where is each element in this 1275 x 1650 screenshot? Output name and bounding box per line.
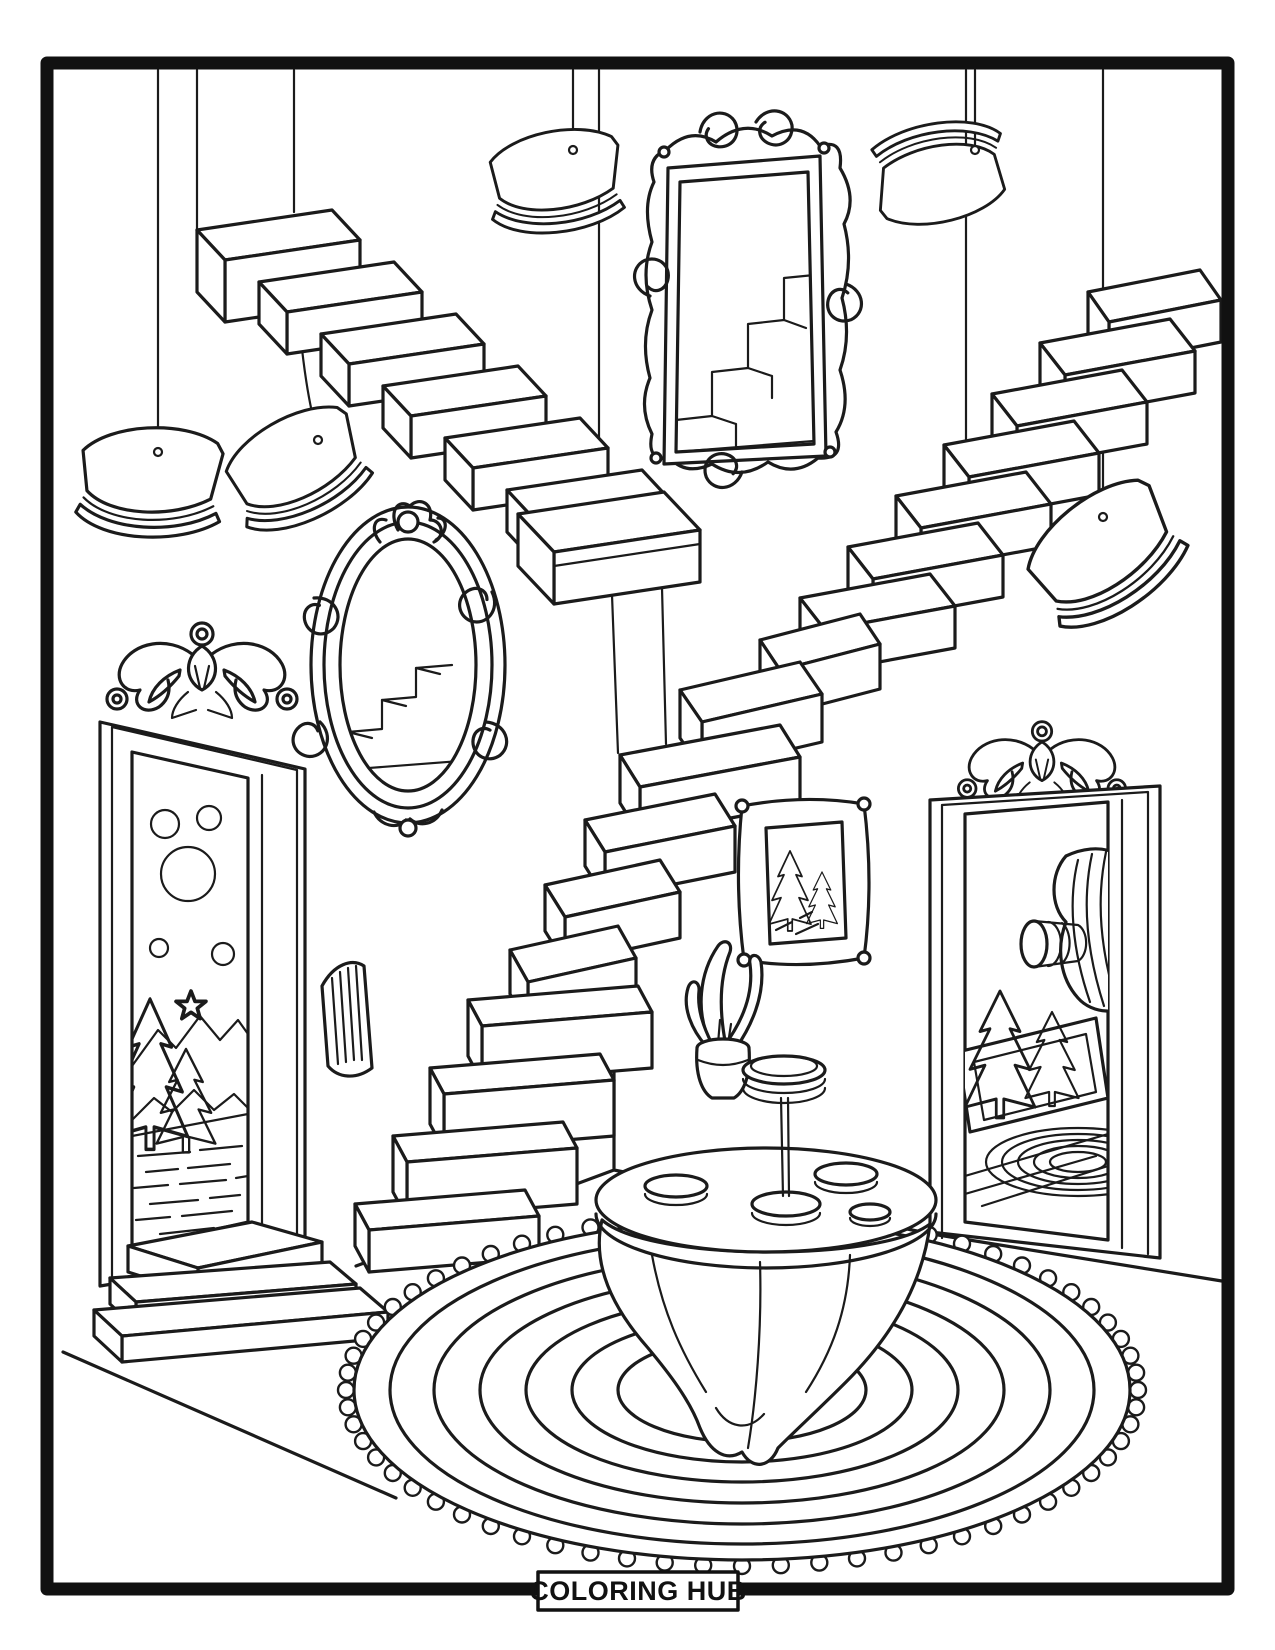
table-disc (750, 1190, 822, 1218)
door-right (928, 722, 1162, 1260)
staircase-center-descending (353, 612, 882, 1274)
staircase-upper-right (798, 268, 1223, 674)
book-string-holes (152, 144, 1109, 523)
potted-plant (684, 940, 764, 1100)
door-left-scene (132, 804, 248, 1236)
floating-table-with-cloth (594, 1146, 938, 1466)
door-left (92, 623, 390, 1364)
fluttering-book-small (320, 961, 374, 1078)
footer-badge-label: COLORING HUB (529, 1576, 747, 1606)
staircase-upper-left (195, 208, 702, 606)
door-left-crest (107, 623, 297, 718)
door-right-scene (965, 847, 1108, 1208)
hanging-book-top-right (867, 113, 1013, 232)
mirror-reflection-staircase (676, 273, 814, 452)
hanging-book-left (73, 421, 226, 543)
footer-badge: COLORING HUB (529, 1570, 747, 1612)
hanging-book-top-center (482, 122, 628, 241)
framed-picture-pines (734, 796, 872, 968)
pedestal-stand (741, 1054, 827, 1198)
lake-water-dashes (132, 1144, 248, 1236)
table-disc (643, 1173, 709, 1199)
hanging-book-mid-left (211, 392, 382, 547)
door-right-floor-rug (984, 1126, 1108, 1198)
ornate-mirror-rectangular (631, 106, 865, 491)
table-disc (848, 1202, 892, 1222)
ornate-mirror-oval (286, 500, 514, 838)
table-disc (813, 1161, 879, 1187)
